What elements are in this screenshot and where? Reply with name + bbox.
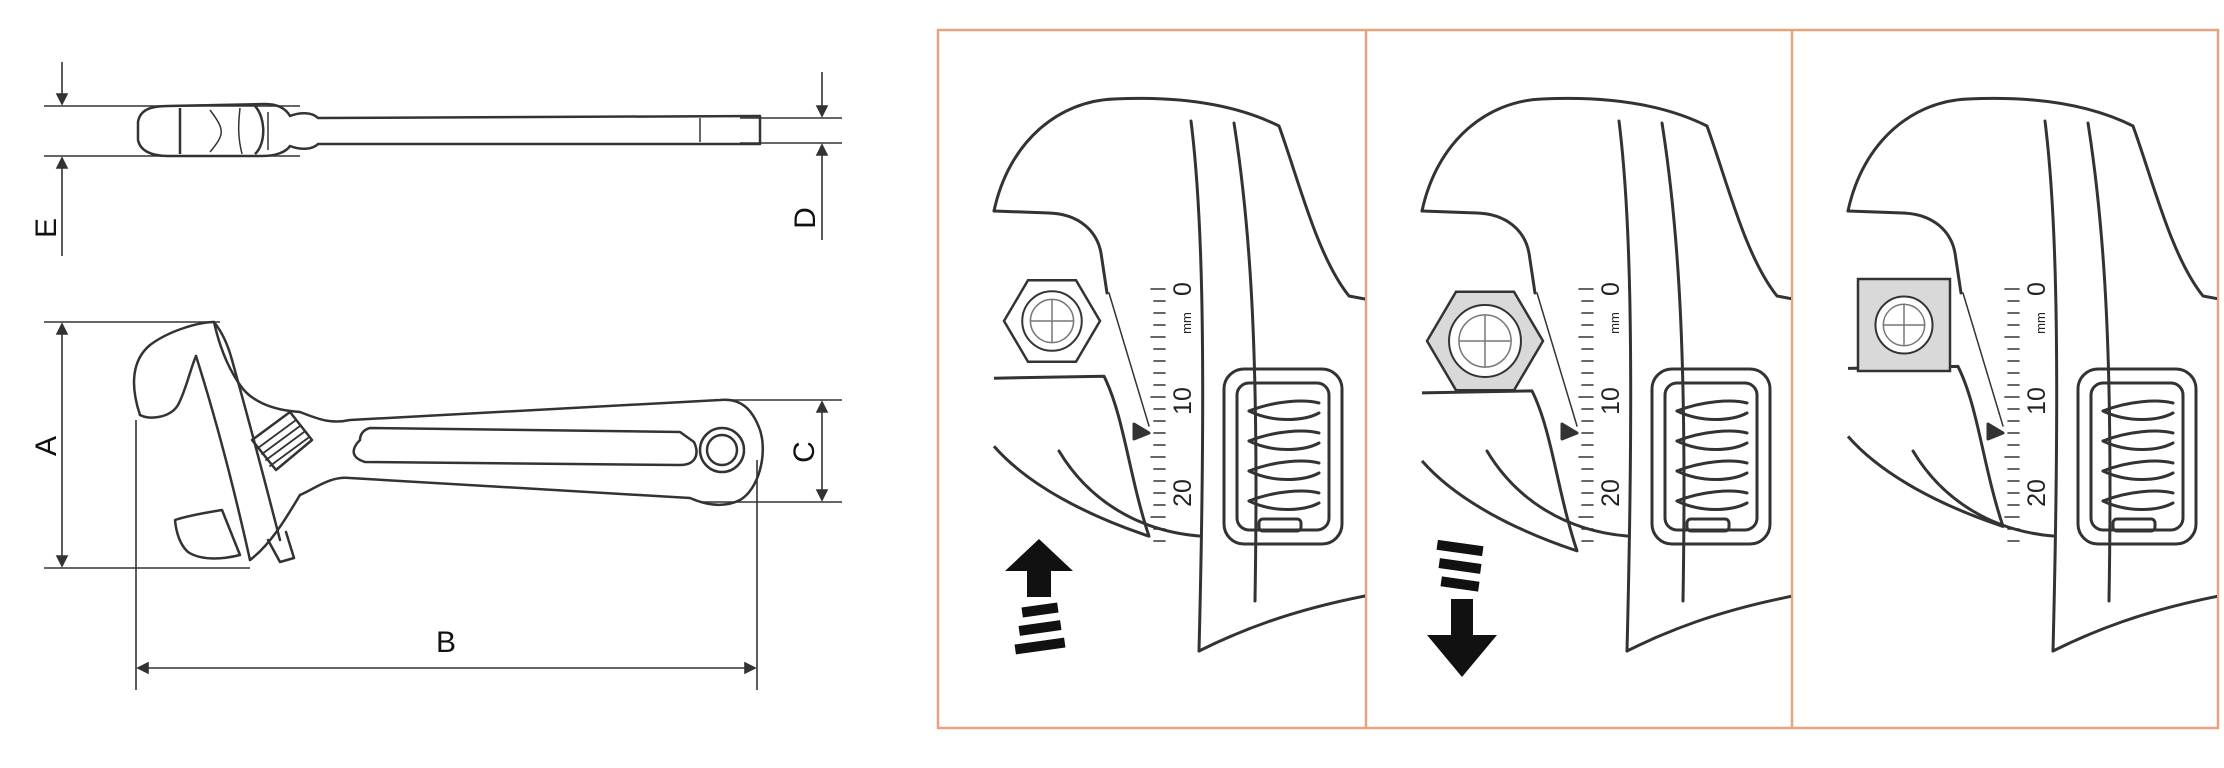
- usage-step-3: 0 10 20 mm: [1846, 96, 2217, 653]
- dimension-label-c: C: [788, 441, 821, 463]
- usage-step-2: 0 10 20 mm: [1420, 96, 1791, 677]
- scale-unit: mm: [1607, 312, 1622, 334]
- arrow-down-icon: [1427, 539, 1497, 677]
- dimension-label-d: D: [789, 207, 822, 229]
- steps-frame: [936, 28, 2220, 730]
- scale-number: 0: [2023, 282, 2051, 296]
- wrench-head: [1846, 96, 2217, 653]
- movable-jaw: [992, 374, 1151, 538]
- scale-number: 10: [1597, 387, 1625, 415]
- scale-number: 10: [1169, 387, 1197, 415]
- wrench-side-view: [136, 102, 762, 158]
- scale-number: 20: [1169, 479, 1197, 507]
- scale-number: 20: [2023, 479, 2051, 507]
- usage-steps: 0 10 20 mm 0 10 20 mm 0 10 20 mm: [936, 28, 2220, 730]
- dimension-label-b: B: [436, 626, 456, 659]
- step-drawing: 0 10 20 mm: [992, 96, 1365, 655]
- dimension-d: [740, 72, 842, 240]
- arrow-up-icon: [1005, 539, 1073, 655]
- dimension-e: [44, 62, 300, 256]
- scale-number: 10: [2023, 387, 2051, 415]
- dimension-c: [700, 399, 842, 503]
- step-drawing: 0 10 20 mm: [1846, 96, 2217, 653]
- dimension-a: [44, 321, 250, 569]
- dimension-label-e: E: [30, 218, 63, 238]
- dimension-label-a: A: [30, 436, 63, 456]
- dimension-drawings: E D: [30, 62, 842, 690]
- scale-unit: mm: [1179, 312, 1194, 334]
- scale-number: 0: [1597, 282, 1625, 296]
- step-drawing: 0 10 20 mm: [1420, 96, 1791, 677]
- scale-number: 0: [1169, 282, 1197, 296]
- scale-number: 20: [1597, 479, 1625, 507]
- movable-jaw: [1846, 364, 2005, 528]
- dimension-b: [135, 420, 758, 690]
- movable-jaw: [1420, 389, 1579, 553]
- usage-step-1: 0 10 20 mm: [992, 96, 1365, 655]
- wrench-front-view: [132, 320, 764, 564]
- scale-unit: mm: [2033, 312, 2048, 334]
